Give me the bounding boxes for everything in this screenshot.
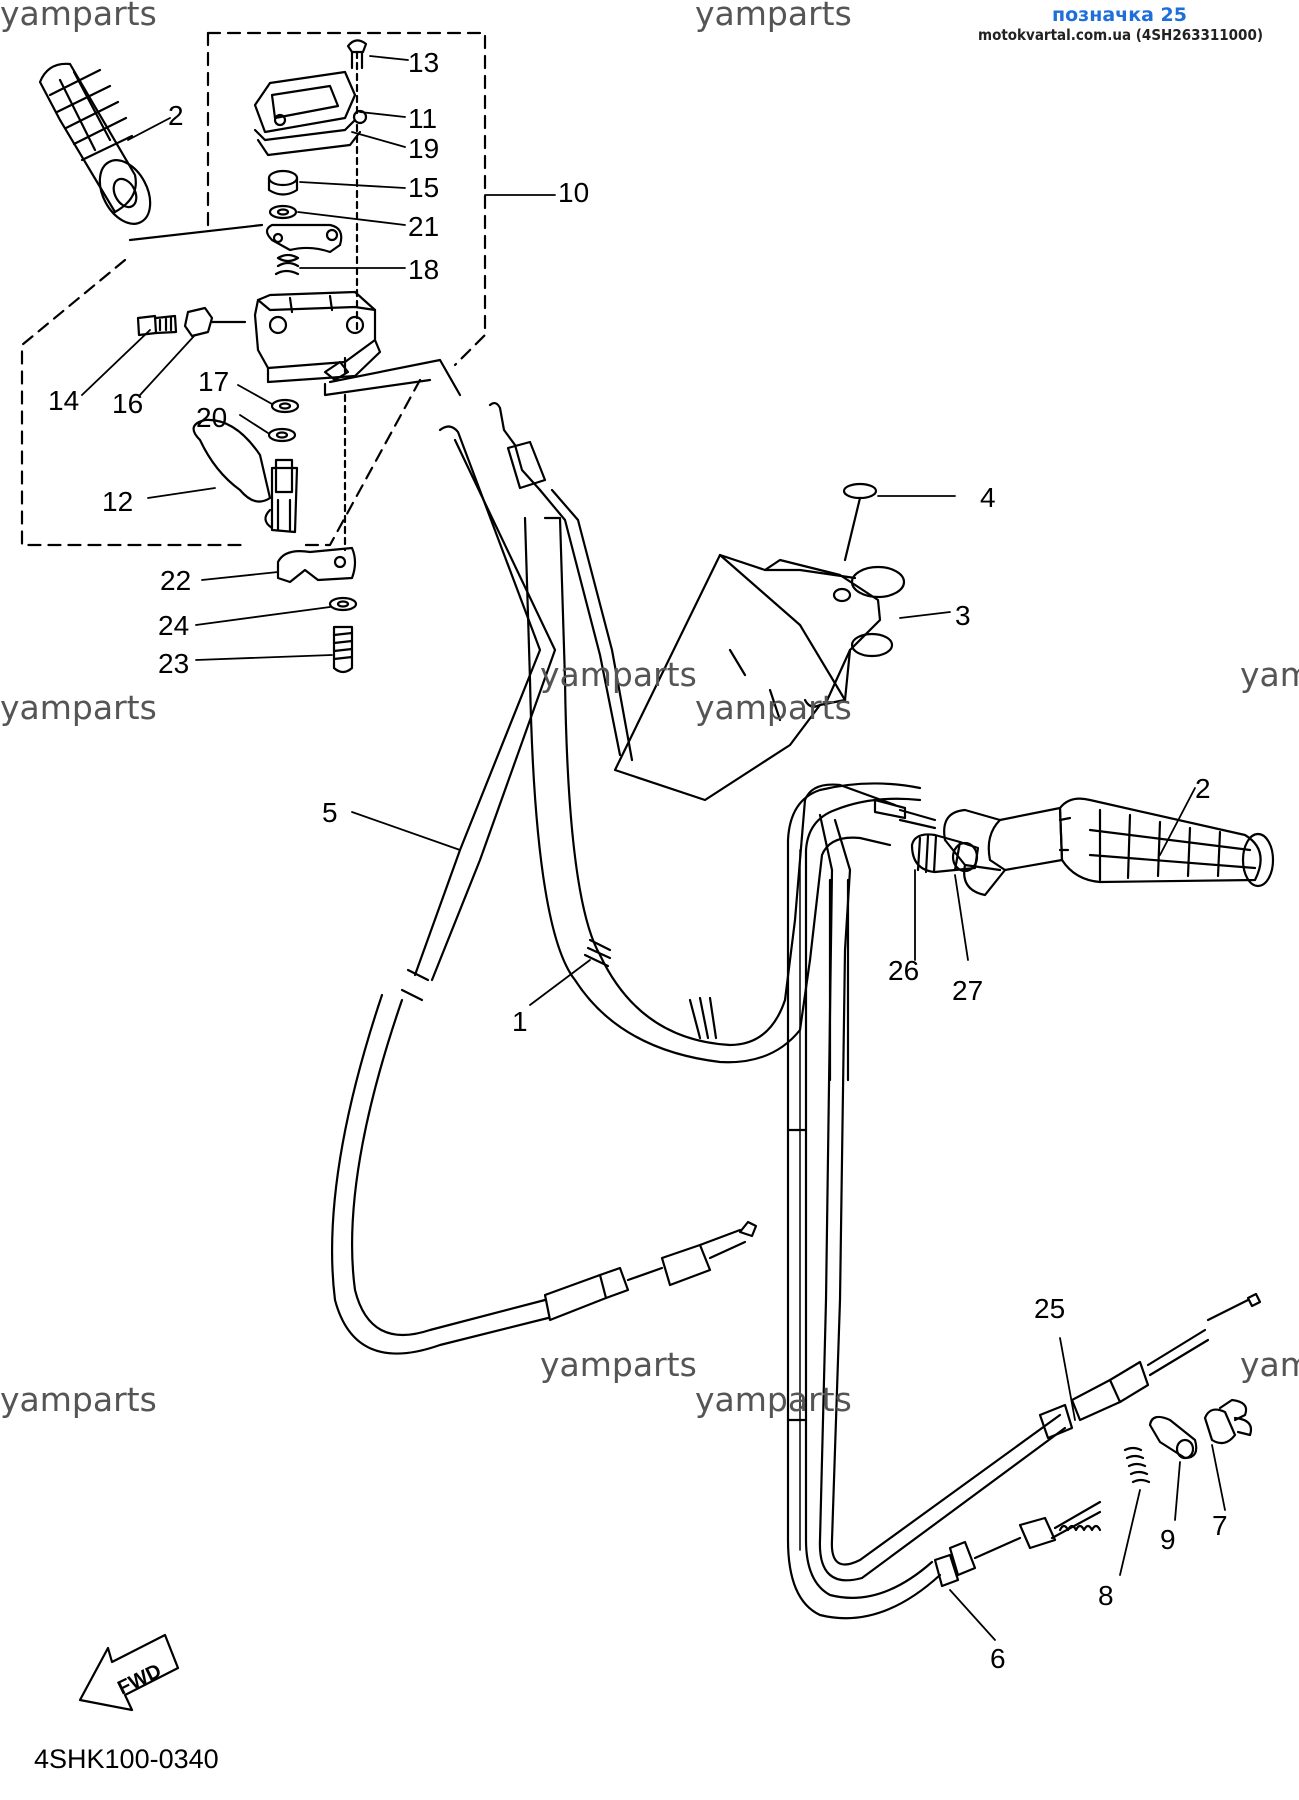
throttle-housing (253, 123, 462, 397)
callout-12: 12 (102, 486, 134, 517)
callout-18: 18 (408, 254, 440, 285)
callout-19: 19 (408, 133, 440, 164)
housing-cable (488, 401, 634, 762)
callout-6: 6 (990, 1643, 1006, 1674)
callout-7: 7 (1212, 1510, 1228, 1541)
washer-21 (268, 204, 298, 220)
left-grip (38, 62, 264, 242)
watermark: yamparts (695, 1380, 852, 1419)
throttle-lever (192, 418, 299, 534)
callout-21: 21 (408, 211, 440, 242)
callout-14: 14 (48, 385, 80, 416)
cap-4 (842, 482, 878, 562)
collar-9 (1148, 1415, 1198, 1460)
callout-20: 20 (196, 402, 228, 433)
callout-24: 24 (158, 610, 190, 641)
throttle-cover (253, 70, 368, 157)
watermark: yamparts (540, 655, 697, 694)
bolt-23 (332, 625, 354, 674)
callout-9: 9 (1160, 1524, 1176, 1555)
callout-23: 23 (158, 648, 190, 679)
watermark: yamparts (540, 1345, 697, 1384)
callout-5: 5 (322, 797, 338, 828)
spring-18 (274, 253, 300, 276)
callout-13: 13 (408, 47, 440, 78)
cable-5 (331, 425, 758, 1355)
nut-15 (267, 169, 299, 196)
washer-20 (267, 427, 297, 443)
wing-nut-7 (1203, 1398, 1253, 1445)
callout-10: 10 (558, 177, 590, 208)
reference-label: позначка 25 (1052, 4, 1187, 26)
callout-3: 3 (955, 600, 971, 631)
washer-17 (270, 398, 300, 414)
watermark: yamparts (0, 688, 157, 727)
fwd-arrow-icon (78, 1633, 180, 1712)
callout-25: 25 (1034, 1293, 1066, 1324)
leader-lines (81, 55, 1226, 1641)
spring-8 (1123, 1446, 1151, 1484)
diagram-code: 4SHK100-0340 (34, 1744, 219, 1774)
screw-14 (136, 314, 178, 337)
callout-8: 8 (1098, 1580, 1114, 1611)
watermark: yamparts (0, 0, 157, 33)
callout-4: 4 (980, 482, 996, 513)
watermark: yam (1240, 1345, 1299, 1384)
nut-16 (183, 306, 247, 338)
washer-24 (328, 596, 358, 612)
lever-plate (265, 223, 343, 254)
screw-13 (346, 39, 368, 120)
watermark: yamparts (0, 1380, 157, 1419)
callout-1: 1 (512, 1006, 528, 1037)
callout-2-left: 2 (168, 100, 184, 131)
callout-27: 27 (952, 975, 984, 1006)
callout-26: 26 (888, 955, 920, 986)
callout-16: 16 (112, 388, 144, 419)
watermark: yamparts (695, 0, 852, 33)
callout-15: 15 (408, 172, 440, 203)
watermark: yamparts (695, 688, 852, 727)
callout-17: 17 (198, 366, 230, 397)
callout-22: 22 (160, 565, 192, 596)
callout-2-right: 2 (1195, 773, 1211, 804)
right-grip (943, 797, 1275, 897)
watermark: yam (1240, 655, 1299, 694)
adjuster-26-27 (873, 798, 980, 874)
handlebar-cover (613, 553, 906, 802)
reference-source: motokvartal.com.ua (4SH263311000) (978, 26, 1264, 44)
assembly-outline (20, 31, 487, 547)
cable-jacket-lines (799, 849, 850, 1551)
cable-6 (786, 782, 1102, 1620)
fwd-label: FWD (114, 1660, 165, 1700)
callout-11: 11 (408, 103, 438, 134)
clamp-22 (276, 393, 357, 584)
cable-25 (818, 813, 1262, 1582)
